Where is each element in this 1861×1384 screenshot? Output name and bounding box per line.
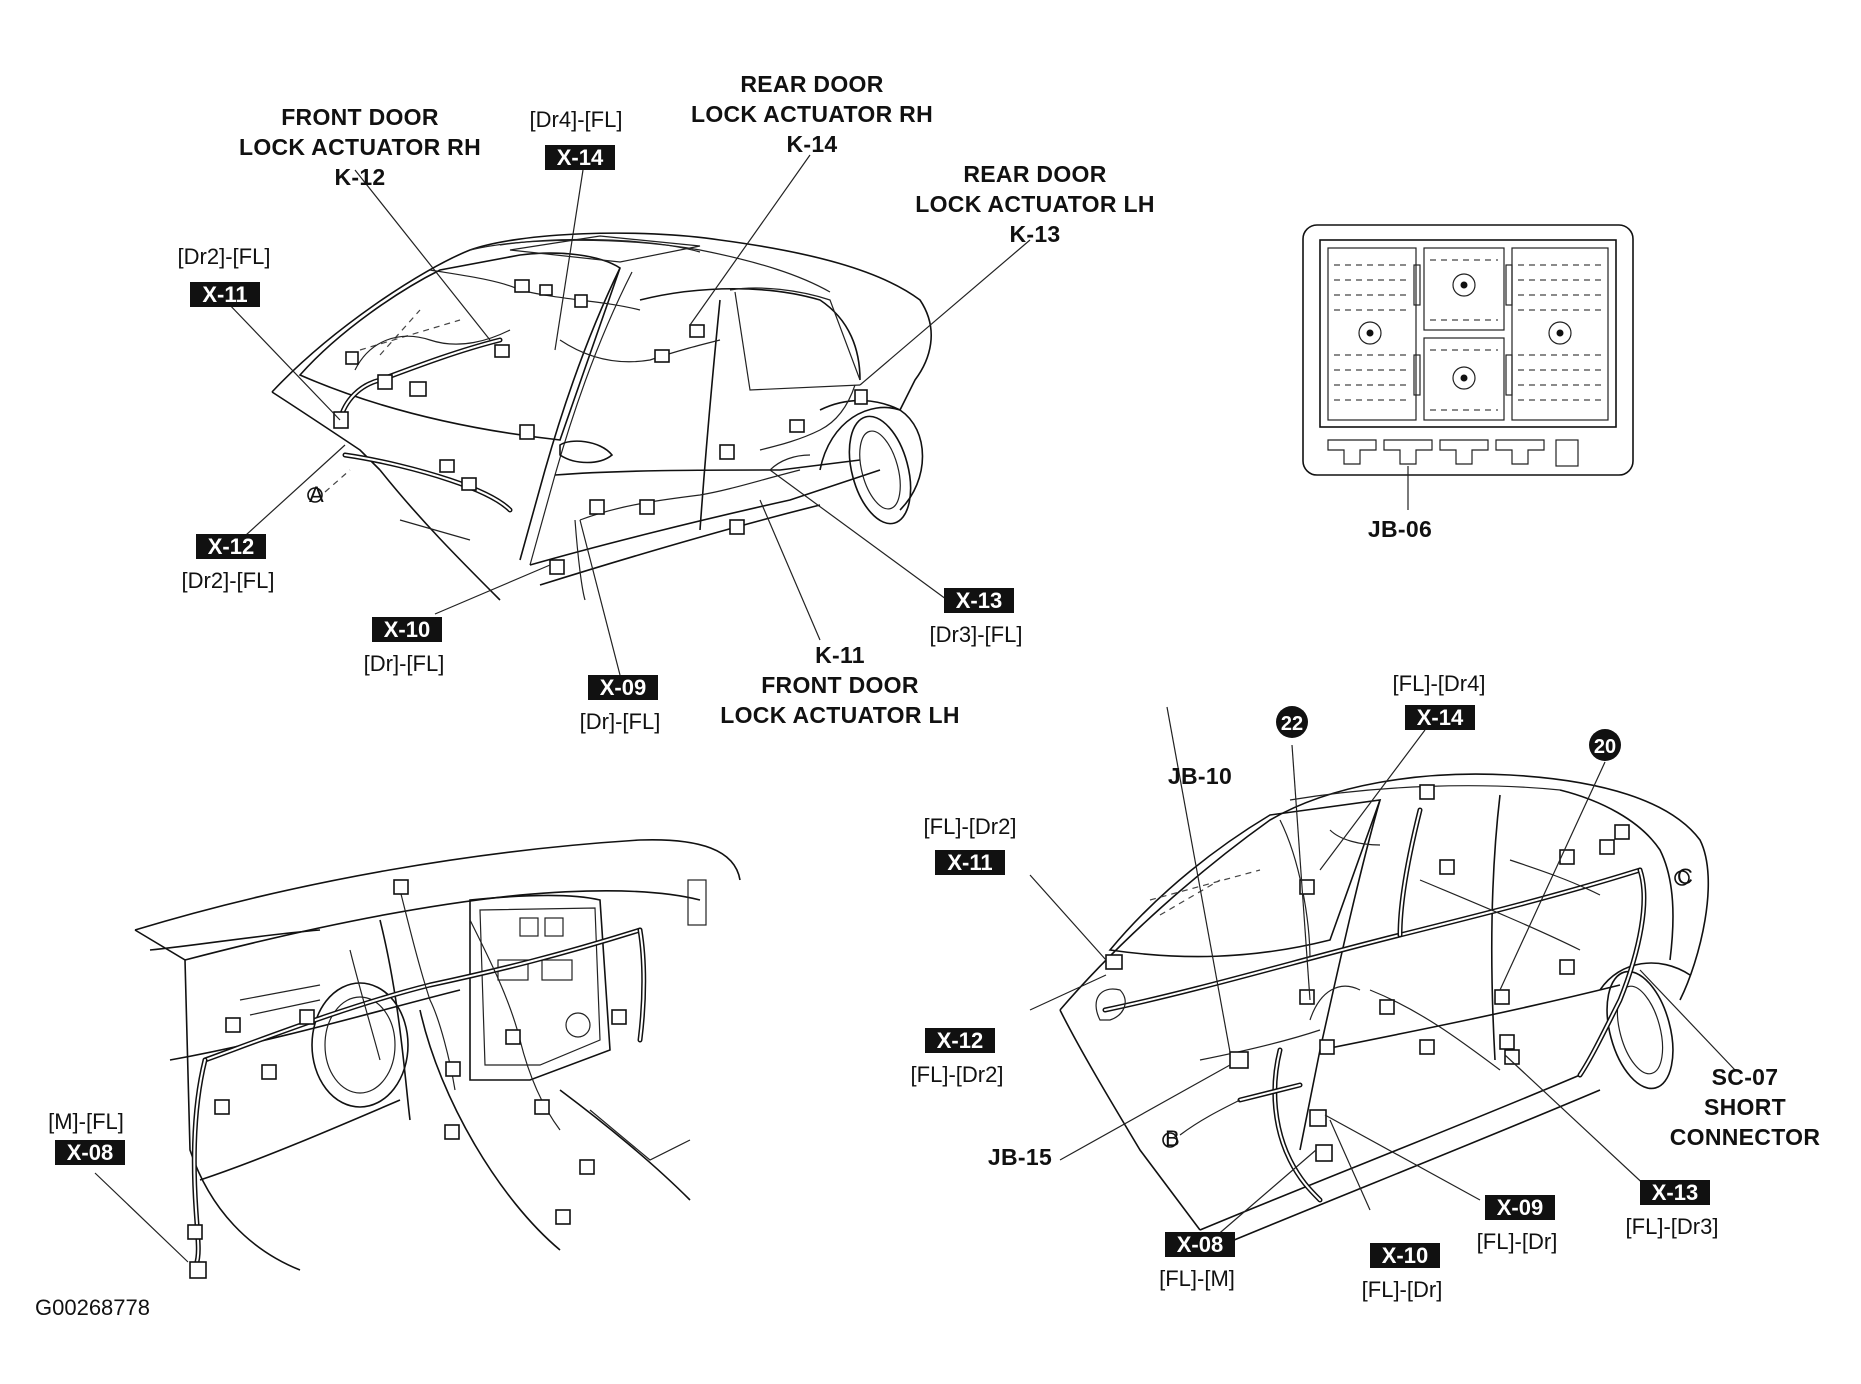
svg-text:[FL]-[Dr2]: [FL]-[Dr2] (911, 1062, 1004, 1087)
svg-text:X-09: X-09 (600, 675, 646, 700)
svg-text:[FL]-[Dr3]: [FL]-[Dr3] (1626, 1214, 1719, 1239)
svg-text:20: 20 (1594, 736, 1616, 758)
svg-text:SC-07: SC-07 (1712, 1064, 1779, 1090)
svg-text:K-14: K-14 (786, 131, 837, 157)
svg-text:K-12: K-12 (334, 164, 385, 190)
tag-top-x14: [Dr4]-[FL] X-14 (530, 107, 623, 170)
tag-top-x09: X-09 [Dr]-[FL] (580, 675, 661, 734)
svg-text:X-11: X-11 (202, 282, 247, 307)
svg-text:[Dr4]-[FL]: [Dr4]-[FL] (530, 107, 623, 132)
svg-text:X-09: X-09 (1497, 1195, 1543, 1220)
svg-text:[FL]-[Dr]: [FL]-[Dr] (1477, 1229, 1558, 1254)
svg-text:X-10: X-10 (1382, 1243, 1428, 1268)
svg-text:X-14: X-14 (557, 145, 604, 170)
jb15-label: JB-15 (988, 1144, 1052, 1170)
svg-text:LOCK ACTUATOR LH: LOCK ACTUATOR LH (720, 702, 959, 728)
tag-bottom-x13: X-13 [FL]-[Dr3] (1626, 1180, 1719, 1239)
svg-text:[Dr2]-[FL]: [Dr2]-[FL] (178, 244, 271, 269)
svg-text:X-14: X-14 (1417, 705, 1464, 730)
tag-bottom-x12: X-12 [FL]-[Dr2] (911, 1028, 1004, 1087)
svg-text:REAR DOOR: REAR DOOR (963, 161, 1106, 187)
svg-text:[FL]-[M]: [FL]-[M] (1159, 1266, 1235, 1291)
circled-number-22: 22 (1276, 706, 1308, 738)
svg-text:LOCK ACTUATOR LH: LOCK ACTUATOR LH (915, 191, 1154, 217)
circled-number-20: 20 (1589, 729, 1621, 761)
dashboard-illustration (94, 838, 741, 1279)
svg-text:FRONT DOOR: FRONT DOOR (281, 104, 439, 130)
svg-text:X-11: X-11 (947, 850, 992, 875)
svg-text:SHORT: SHORT (1704, 1094, 1786, 1120)
svg-text:LOCK ACTUATOR RH: LOCK ACTUATOR RH (691, 101, 933, 127)
junction-box-jb06 (1302, 224, 1634, 510)
jb10-label: JB-10 (1168, 763, 1232, 789)
svg-text:[Dr2]-[FL]: [Dr2]-[FL] (182, 568, 275, 593)
top-car-illustration: A (224, 154, 1031, 676)
callout-rear-door-rh: REAR DOOR LOCK ACTUATOR RH K-14 (691, 71, 933, 157)
tag-dash-x08: [M]-[FL] X-08 (48, 1109, 125, 1165)
ref-c-marker: C (1677, 864, 1693, 889)
svg-text:[FL]-[Dr4]: [FL]-[Dr4] (1393, 671, 1486, 696)
callout-rear-door-lh: REAR DOOR LOCK ACTUATOR LH K-13 (915, 161, 1154, 247)
svg-text:X-10: X-10 (384, 617, 430, 642)
svg-text:X-08: X-08 (1177, 1232, 1223, 1257)
svg-text:K-11: K-11 (815, 642, 865, 668)
tag-top-x10: X-10 [Dr]-[FL] (364, 617, 445, 676)
tag-top-x12: X-12 [Dr2]-[FL] (182, 534, 275, 593)
tag-bottom-x14: [FL]-[Dr4] X-14 (1393, 671, 1486, 730)
svg-text:[M]-[FL]: [M]-[FL] (48, 1109, 124, 1134)
jb06-label: JB-06 (1368, 516, 1432, 542)
svg-text:X-12: X-12 (937, 1028, 983, 1053)
svg-text:X-13: X-13 (1652, 1180, 1698, 1205)
svg-text:[FL]-[Dr2]: [FL]-[Dr2] (924, 814, 1017, 839)
tag-bottom-x09: X-09 [FL]-[Dr] (1477, 1195, 1558, 1254)
svg-text:[Dr]-[FL]: [Dr]-[FL] (364, 651, 445, 676)
bottom-car-illustration: B C (1029, 706, 1736, 1251)
svg-text:22: 22 (1281, 713, 1303, 735)
svg-text:REAR DOOR: REAR DOOR (740, 71, 883, 97)
tag-top-x13: X-13 [Dr3]-[FL] (930, 588, 1023, 647)
svg-text:CONNECTOR: CONNECTOR (1670, 1124, 1821, 1150)
tag-bottom-x10: X-10 [FL]-[Dr] (1362, 1243, 1443, 1302)
svg-text:X-12: X-12 (208, 534, 254, 559)
callout-front-door-rh: FRONT DOOR LOCK ACTUATOR RH K-12 (239, 104, 481, 190)
ref-a-marker: A (309, 482, 324, 507)
ref-b-marker: B (1165, 1126, 1180, 1151)
svg-text:LOCK ACTUATOR RH: LOCK ACTUATOR RH (239, 134, 481, 160)
tag-top-x11: [Dr2]-[FL] X-11 (178, 244, 271, 307)
diagram-id: G00268778 (35, 1295, 150, 1320)
svg-text:K-13: K-13 (1009, 221, 1060, 247)
svg-text:[Dr3]-[FL]: [Dr3]-[FL] (930, 622, 1023, 647)
tag-bottom-x08: X-08 [FL]-[M] (1159, 1232, 1235, 1291)
svg-text:[FL]-[Dr]: [FL]-[Dr] (1362, 1277, 1443, 1302)
svg-text:FRONT DOOR: FRONT DOOR (761, 672, 919, 698)
callout-sc07: SC-07 SHORT CONNECTOR (1670, 1064, 1821, 1150)
svg-text:X-08: X-08 (67, 1140, 113, 1165)
callout-front-door-lh: K-11 FRONT DOOR LOCK ACTUATOR LH (720, 642, 959, 728)
svg-text:X-13: X-13 (956, 588, 1002, 613)
svg-text:[Dr]-[FL]: [Dr]-[FL] (580, 709, 661, 734)
tag-bottom-x11: [FL]-[Dr2] X-11 (924, 814, 1017, 875)
